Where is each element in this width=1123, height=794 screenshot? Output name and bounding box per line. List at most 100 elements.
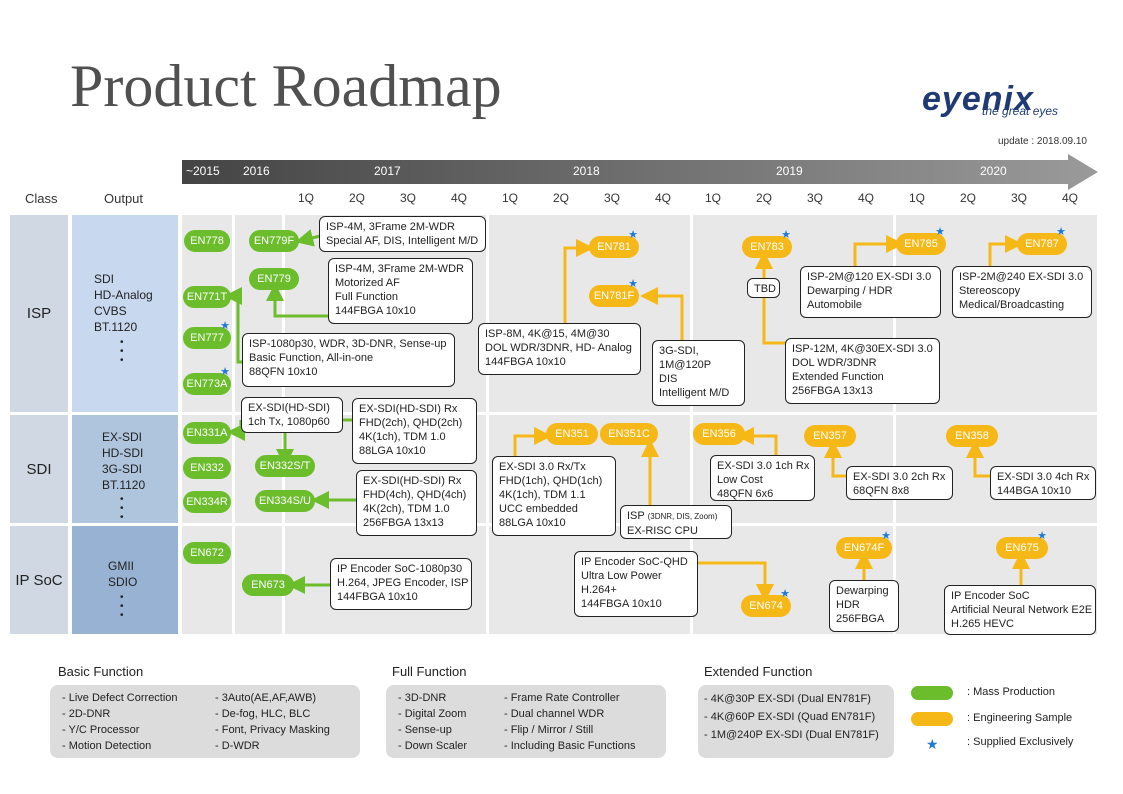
product-pill-en779f: EN779F bbox=[249, 230, 299, 252]
quarter-label: 4Q bbox=[1062, 191, 1079, 205]
legend-full-box: - 3D-DNR- Digital Zoom- Sense-up- Down S… bbox=[386, 685, 666, 758]
star-icon: ★ bbox=[780, 588, 790, 600]
star-icon: ★ bbox=[935, 226, 945, 238]
year-label: 2020 bbox=[980, 164, 1007, 178]
legend-basic-col2: - 3Auto(AE,AF,AWB)- De-fog, HLC, BLC- Fo… bbox=[215, 692, 330, 752]
quarter-label: 4Q bbox=[451, 191, 468, 205]
more-dots: • • • bbox=[120, 592, 124, 621]
product-id: EN672 bbox=[190, 547, 224, 559]
year-label: ~2015 bbox=[186, 164, 220, 178]
product-id: EN781F bbox=[593, 290, 635, 302]
quarter-label: 4Q bbox=[655, 191, 672, 205]
update-date: update : 2018.09.10 bbox=[998, 136, 1087, 147]
quarter-label: 3Q bbox=[1011, 191, 1028, 205]
legend-basic-box: - Live Defect Correction- 2D-DNR- Y/C Pr… bbox=[50, 685, 360, 758]
product-pill-en356: EN356 bbox=[693, 423, 745, 445]
quarter-label: 2Q bbox=[756, 191, 773, 205]
product-id: EN778 bbox=[190, 235, 224, 247]
product-pill-en781: EN781★ bbox=[589, 230, 639, 258]
star-icon: ★ bbox=[1056, 226, 1066, 238]
product-pill-en675: EN675★ bbox=[996, 531, 1048, 559]
product-id: EN785 bbox=[904, 238, 938, 250]
more-dots: • • • bbox=[120, 337, 124, 366]
star-icon: ★ bbox=[220, 320, 230, 332]
legend-mass-production: : Mass Production bbox=[967, 686, 1056, 698]
product-pill-en777: EN777★ bbox=[183, 321, 231, 349]
info-box-en331a: EX-SDI(HD-SDI)1ch Tx, 1080p60 bbox=[241, 397, 343, 433]
legend-extended-box: - 4K@30P EX-SDI (Dual EN781F)- 4K@60P EX… bbox=[698, 685, 894, 758]
legend-extended-title: Extended Function bbox=[704, 664, 813, 679]
product-pill-en674: EN674★ bbox=[741, 589, 791, 617]
star-icon: ★ bbox=[628, 229, 638, 241]
info-box-en351c: ISP (3DNR, DIS, Zoom)EX-RISC CPU bbox=[620, 505, 732, 539]
product-pill-en773a: EN773A★ bbox=[183, 367, 231, 395]
legend-basic-title: Basic Function bbox=[58, 664, 144, 679]
star-icon: ★ bbox=[628, 278, 638, 290]
product-pill-en787: EN787★ bbox=[1017, 227, 1067, 255]
star-icon: ★ bbox=[926, 736, 939, 752]
year-label: 2017 bbox=[374, 164, 401, 178]
quarter-label: 2Q bbox=[553, 191, 570, 205]
product-id: EN674 bbox=[749, 600, 783, 612]
product-id: EN357 bbox=[813, 430, 847, 442]
product-pill-en778: EN778 bbox=[184, 230, 230, 252]
year-label: 2019 bbox=[776, 164, 803, 178]
star-icon: ★ bbox=[220, 366, 230, 378]
class-header: Class bbox=[25, 191, 58, 206]
product-id: EN779F bbox=[253, 235, 295, 247]
legend-supplied-exclusively: : Supplied Exclusively bbox=[967, 736, 1074, 748]
quarter-label: 1Q bbox=[705, 191, 722, 205]
product-pill-en783: EN783★ bbox=[742, 230, 792, 258]
output-header: Output bbox=[104, 191, 144, 206]
product-id: EN673 bbox=[251, 579, 285, 591]
legend-full-title: Full Function bbox=[392, 664, 467, 679]
product-id: EN777 bbox=[190, 332, 224, 344]
product-id: EN675 bbox=[1005, 542, 1039, 554]
more-dots: • • • bbox=[120, 494, 124, 523]
year-label: 2016 bbox=[243, 164, 270, 178]
quarter-label: 1Q bbox=[298, 191, 315, 205]
product-pill-en357: EN357 bbox=[804, 425, 856, 447]
quarter-label: 1Q bbox=[502, 191, 519, 205]
class-isp: ISP bbox=[10, 215, 68, 412]
output-isp-cell bbox=[72, 215, 178, 412]
output-ipsoc-cell bbox=[72, 526, 178, 634]
quarter-label: 2Q bbox=[349, 191, 366, 205]
product-id: EN334R bbox=[186, 496, 228, 508]
product-id: EN351C bbox=[608, 428, 650, 440]
product-id: EN332 bbox=[190, 462, 224, 474]
product-pill-en331a: EN331A bbox=[183, 422, 231, 444]
product-pill-en351: EN351 bbox=[546, 423, 598, 445]
quarter-label: 2Q bbox=[960, 191, 977, 205]
legend-full-col1: - 3D-DNR- Digital Zoom- Sense-up- Down S… bbox=[398, 692, 468, 752]
product-id: EN356 bbox=[702, 428, 736, 440]
product-id: EN783 bbox=[750, 241, 784, 253]
star-icon: ★ bbox=[1037, 530, 1047, 542]
legend-orange-swatch bbox=[911, 712, 953, 726]
product-pill-en673: EN673 bbox=[242, 574, 294, 596]
product-pill-en781f: EN781F★ bbox=[589, 279, 639, 307]
quarter-label: 3Q bbox=[400, 191, 417, 205]
product-id: EN332S/T bbox=[259, 460, 311, 472]
product-pill-en351c: EN351C bbox=[600, 423, 658, 445]
product-id: EN779 bbox=[257, 273, 291, 285]
product-id: EN771T bbox=[186, 291, 228, 303]
